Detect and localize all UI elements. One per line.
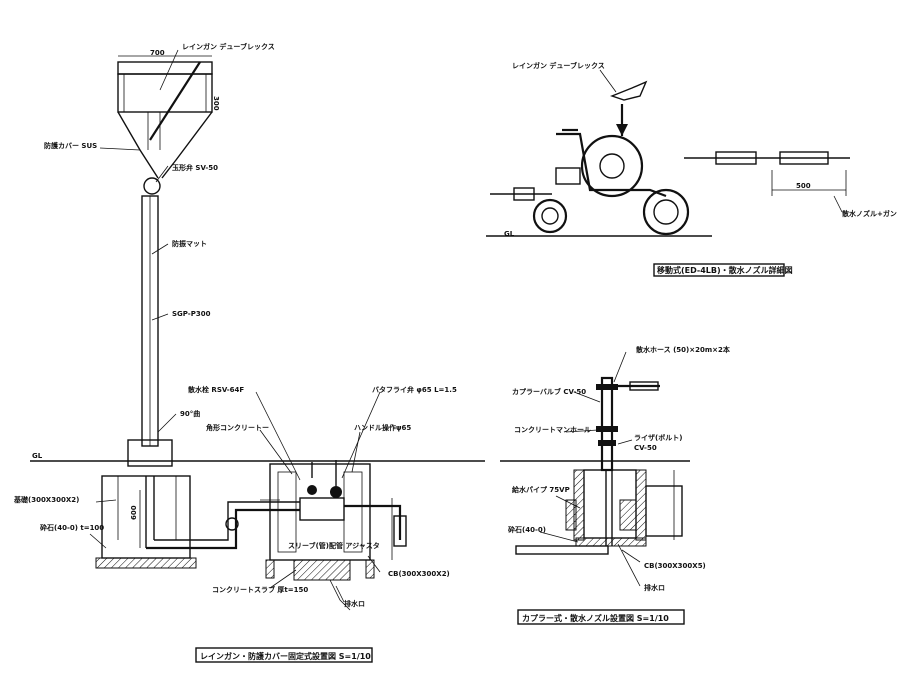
- label-drain-pipe: 給水パイプ 75VP: [512, 485, 570, 494]
- cart-frame: [556, 132, 667, 198]
- label-elbow: 90°曲: [180, 409, 200, 418]
- pipe-support-block: [127, 439, 173, 467]
- label-slab: コンクリートスラブ 厚t=150: [212, 585, 308, 594]
- label-depth: 600: [130, 505, 138, 520]
- label-nozzle-len: 散水ノズル+ガン: [842, 209, 897, 218]
- left-rain-gun-drawing: 700 300: [13, 42, 485, 663]
- label-width: 500: [796, 182, 811, 190]
- label-foundation: 基礎(300X300X2): [13, 495, 79, 504]
- label-butterfly: バタフライ弁 φ65 L=1.5: [372, 385, 457, 394]
- label-handle: ハンドル操作ψ65: [354, 423, 411, 432]
- label-ground: GL: [32, 452, 43, 460]
- title-left: レインガン・防護カバー固定式設置図 S=1/10: [200, 651, 371, 661]
- label-drain-right: 排水ロ: [644, 583, 665, 592]
- cover-funnel-left: [117, 111, 159, 179]
- label-manhole: コンクリートマンホール: [514, 425, 591, 434]
- label-cv50: CV-50: [634, 444, 657, 452]
- label-sleeve: スリーブ(管)配管 アジャスタ: [288, 541, 380, 550]
- label-gravel-right: 砕石(40-0): [508, 525, 546, 534]
- label-gun-left: レインガン デューブレックス: [182, 42, 275, 51]
- title-right-bottom: カプラー式・散水ノズル設置図 S=1/10: [522, 613, 669, 623]
- label-pipe: SGP-P300: [172, 310, 211, 318]
- coupler-type-drawing: 散水ホース (50)×20m×2本 カプラーバルブ CV-50 コンクリートマン…: [500, 345, 730, 625]
- outlet-pipe: [344, 504, 402, 540]
- drain-grating: [293, 559, 351, 581]
- label-gravel-left: 砕石(40-0) t=100: [40, 523, 104, 532]
- front-wheel: [532, 198, 568, 234]
- rear-wheel: [642, 188, 690, 236]
- title-right-top: 移動式(ED-4LB)・散水ノズル詳細図: [657, 265, 793, 275]
- label-mat: 防振マット: [172, 239, 207, 248]
- label-cb-right: CB(300X300X5): [644, 562, 706, 570]
- valve-body-left: [143, 177, 161, 195]
- coupler-valve-body: [299, 497, 345, 521]
- svg-text:700: 700: [150, 49, 165, 57]
- svg-text:300: 300: [212, 96, 220, 111]
- label-cb-left: CB(300X300X2): [388, 570, 450, 578]
- label-hose-top: 散水ホース (50)×20m×2本: [636, 345, 730, 354]
- gun-head-right: [609, 80, 648, 101]
- label-drain-left: 排水ロ: [344, 599, 365, 608]
- hose-reel: [580, 134, 644, 198]
- hose-right: [629, 381, 659, 391]
- label-valve-right: ライザ(ボルト): [634, 433, 682, 442]
- title-box-top-right: [653, 263, 785, 277]
- rain-gun-barrel: [149, 61, 201, 141]
- title-box-left: [195, 647, 373, 663]
- supply-pipe-right: [515, 545, 609, 555]
- horizontal-supply-pipe: [146, 508, 300, 550]
- riser-pipe: [600, 376, 614, 472]
- svg-text:GL: GL: [504, 230, 515, 238]
- gravel-bed-left: [95, 557, 197, 569]
- label-cover: 防護カバー SUS: [44, 141, 97, 150]
- label-gun-right: レインガン デューブレックス: [512, 61, 605, 70]
- gravel-bed-right: [575, 537, 647, 547]
- label-concrete-box: 角形コンクリートー: [206, 423, 269, 432]
- label-coupler-valve: 散水栓 RSV-64F: [188, 385, 244, 394]
- mobile-unit-drawing: レインガン デューブレックス GL 500 散水ノズル+ガン 移動式(ED-4L…: [486, 61, 897, 277]
- label-coupler: カプラーバルブ CV-50: [512, 387, 586, 396]
- cover-funnel-right: [161, 111, 213, 179]
- label-valve-top: 玉形弁 SV-50: [172, 163, 218, 172]
- title-box-bottom-right: [517, 609, 685, 625]
